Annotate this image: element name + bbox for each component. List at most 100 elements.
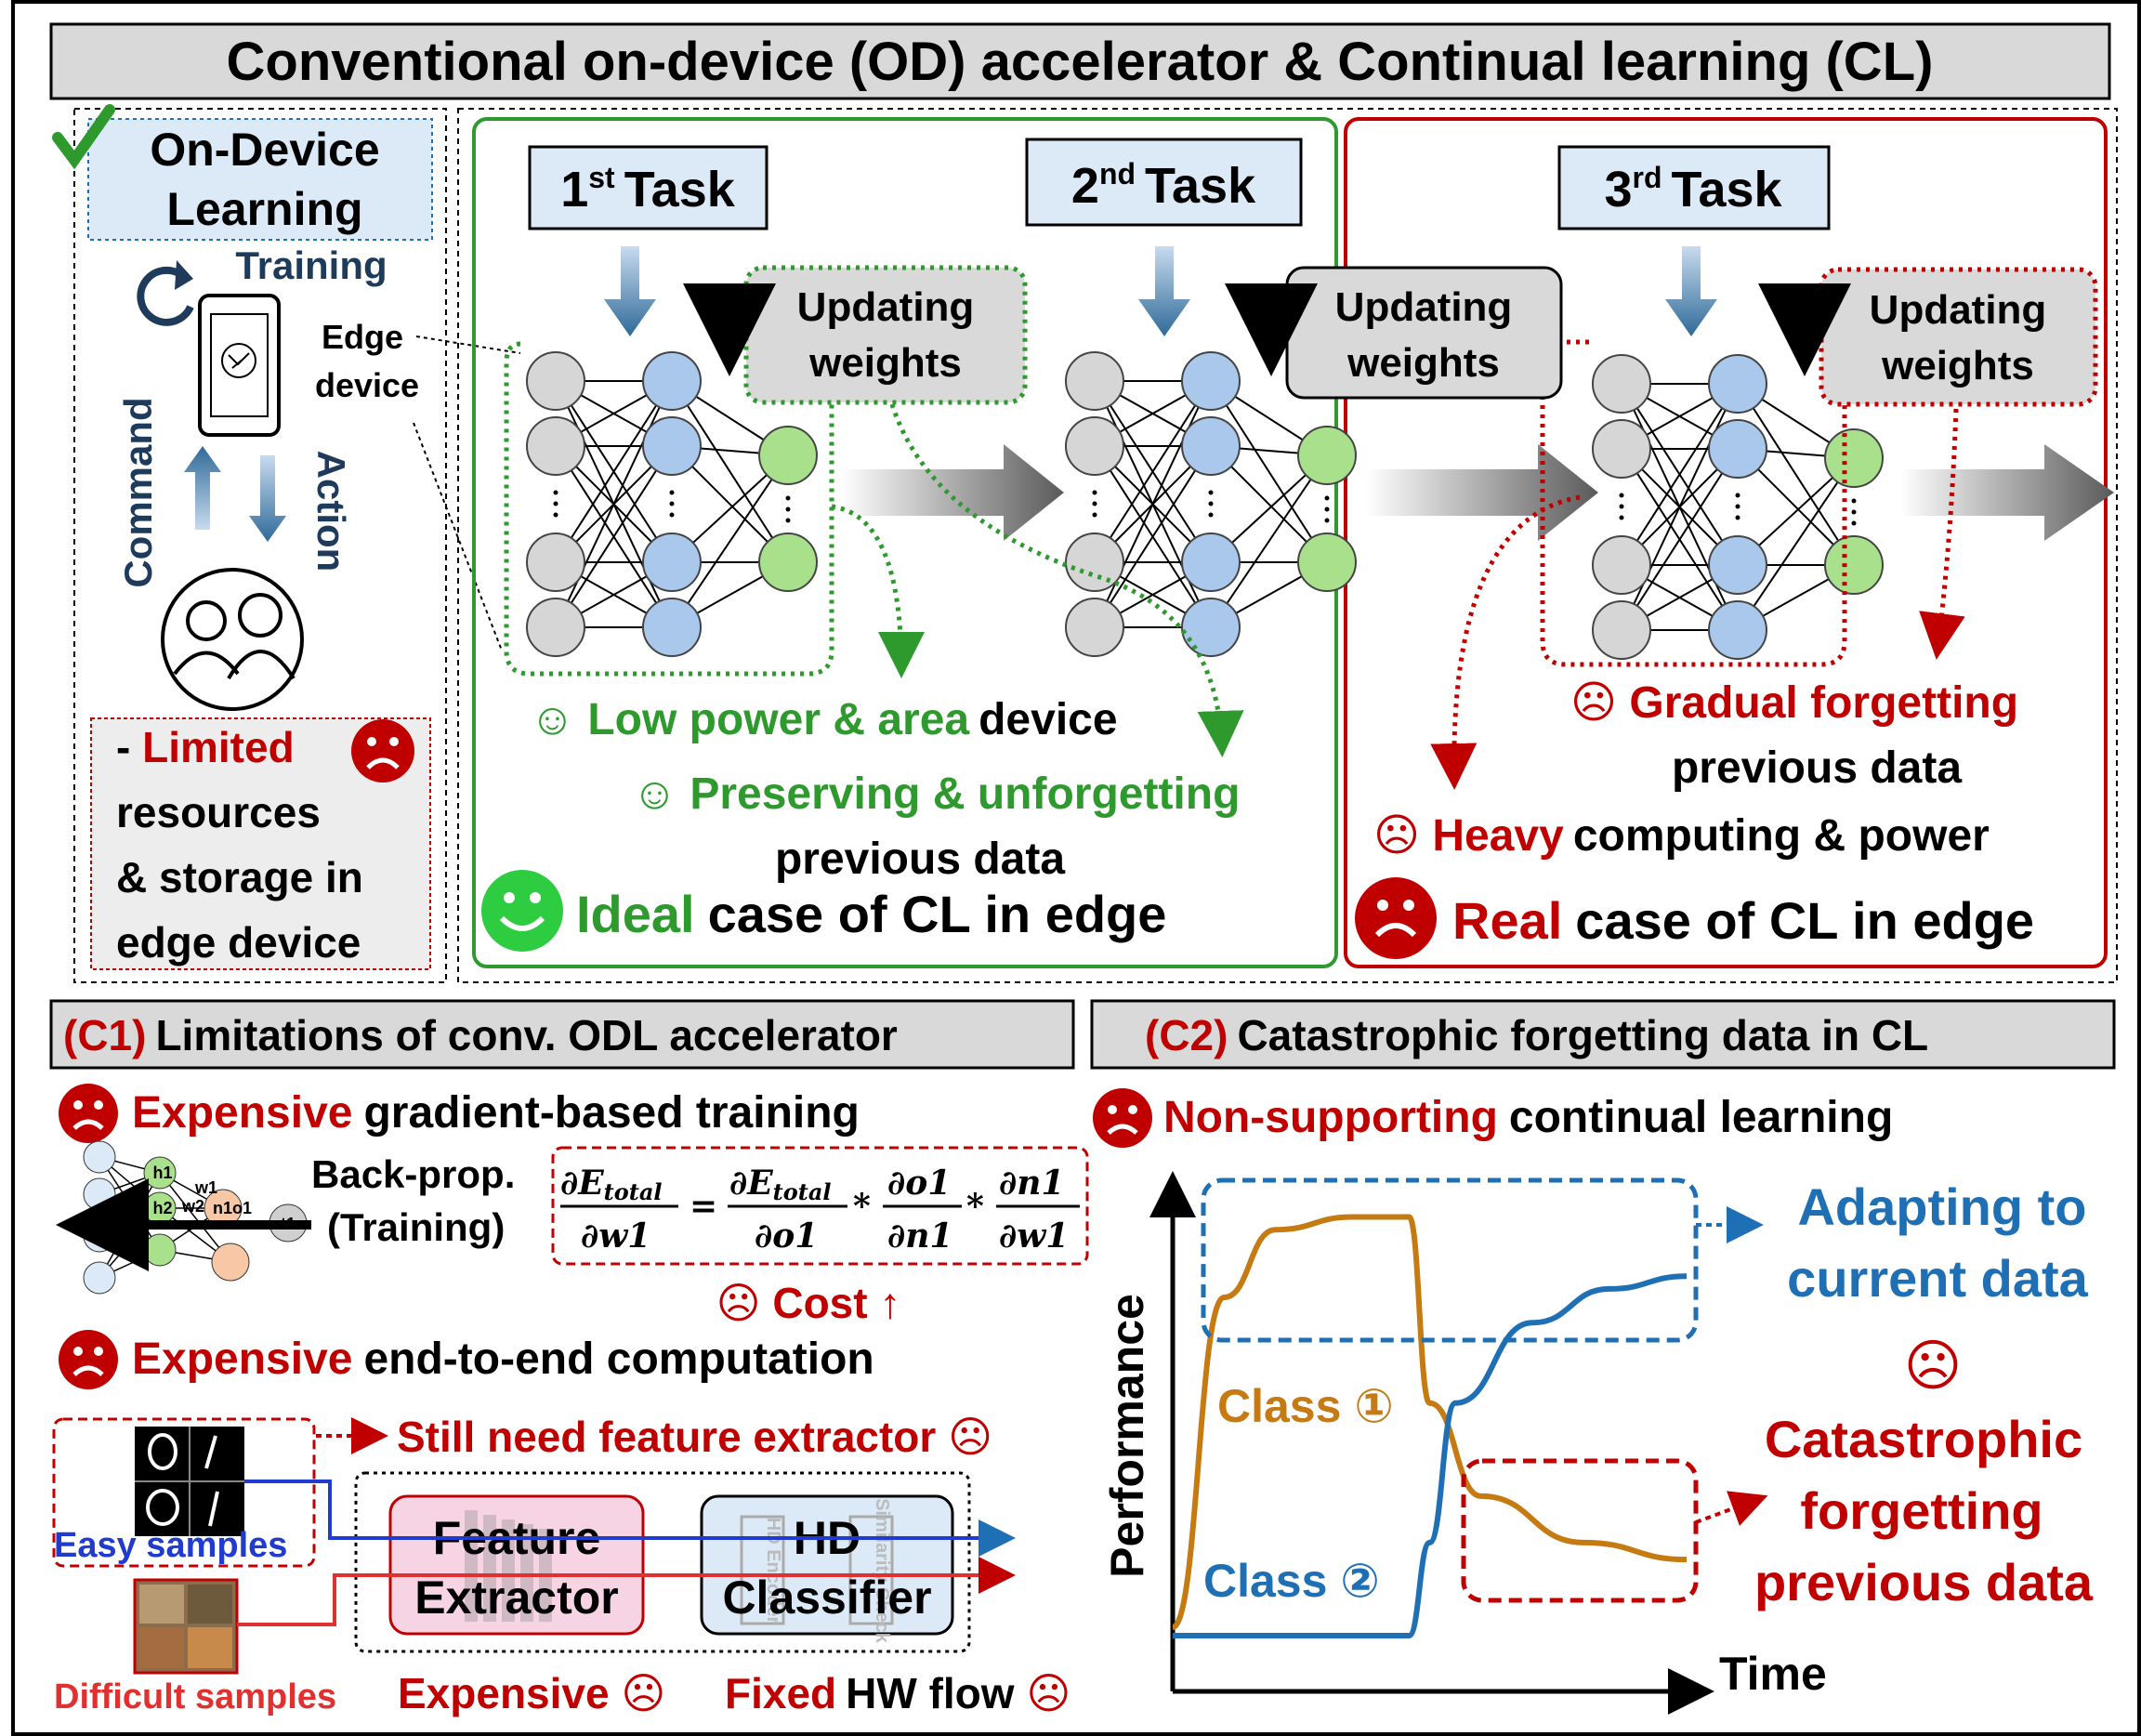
- class2-label: Class ②: [1203, 1555, 1380, 1607]
- hidden-node: [642, 533, 702, 592]
- input-node: [1592, 419, 1651, 479]
- command-arrow-icon: [184, 446, 221, 530]
- ellipsis-dot: [785, 495, 791, 501]
- heavy-pointer: [1430, 494, 1581, 790]
- feature-extractor-line2: Extractor: [414, 1572, 619, 1624]
- ellipsis-dot: [1619, 493, 1624, 498]
- hidden-node: [1708, 354, 1767, 414]
- left-panel: [73, 108, 447, 983]
- updating-weights-2-line2: weights: [1346, 340, 1500, 386]
- sad-face-icon: [1093, 1088, 1152, 1148]
- outer-frame: [11, 0, 2141, 1736]
- forgetting-pointer: [1695, 1491, 1768, 1526]
- easy-samples-box: [52, 1417, 316, 1568]
- training-cycle-arrowhead: [175, 260, 193, 290]
- c2-header: (C2)Catastrophic forgetting data in CL: [1145, 1011, 1928, 1059]
- c1-header-box: [49, 999, 1075, 1070]
- task2-down-arrow: [1138, 246, 1190, 336]
- ellipsis-dot: [1735, 515, 1740, 520]
- adapting-line1: Adapting to: [1797, 1177, 2086, 1236]
- expensive-fe-text: Expensive ☹: [398, 1669, 665, 1717]
- updating-weights-box-3: [1819, 267, 2098, 407]
- sad-face-icon: [59, 1330, 118, 1389]
- odl-label-box: [87, 118, 433, 241]
- gradual-pointer: [1919, 408, 1965, 660]
- low-power-pointer: [831, 504, 925, 678]
- difficult-sample-flow: [237, 1557, 1016, 1626]
- node-label: h2: [152, 1199, 172, 1217]
- svg-text:∂o1: ∂o1: [887, 1164, 951, 1203]
- backprop-network: h1h2w1w2n1o1t1: [83, 1140, 308, 1295]
- adapting-line2: current data: [1787, 1249, 2088, 1308]
- ellipsis-dot: [1324, 495, 1330, 501]
- hidden-node: [1708, 419, 1767, 479]
- node-label: w1: [194, 1178, 217, 1197]
- input-node: [83, 1177, 116, 1211]
- node-label: w2: [181, 1197, 204, 1216]
- hd-classifier-line2: Classifier: [722, 1572, 931, 1624]
- cl-panel: [457, 108, 2118, 983]
- catastrophic-line3: previous data: [1754, 1553, 2094, 1611]
- checkmark-icon: [52, 104, 115, 170]
- ellipsis-dot: [1851, 498, 1857, 504]
- command-label: Command: [116, 397, 160, 587]
- task1-box: [528, 145, 768, 230]
- flow-arrow-3: [1900, 444, 2114, 541]
- ellipsis-dot: [669, 512, 675, 518]
- svg-text:∂n1: ∂n1: [887, 1217, 952, 1256]
- updating-weights-1-line2: weights: [808, 340, 962, 386]
- svg-text:*: *: [966, 1187, 984, 1226]
- flow-arrow-1: [841, 444, 1064, 541]
- ellipsis-dot: [553, 512, 558, 518]
- task3-box: [1557, 145, 1831, 230]
- training-cycle-icon: [137, 266, 194, 326]
- node-label: n1o1: [213, 1199, 252, 1217]
- backprop-label-line2: (Training): [327, 1205, 505, 1249]
- svg-text:∂w1: ∂w1: [999, 1217, 1069, 1256]
- hidden-node: [1181, 416, 1241, 476]
- ellipsis-dot: [1735, 493, 1740, 498]
- c2-header-box: [1090, 999, 2116, 1070]
- edge-pointer-line: [415, 335, 521, 354]
- hidden-node: [1708, 600, 1767, 660]
- ellipsis-dot: [1092, 512, 1097, 518]
- limited-line4: edge device: [116, 918, 361, 967]
- input-node: [526, 533, 585, 592]
- input-node: [83, 1261, 116, 1295]
- limited-line3: & storage in: [116, 853, 363, 901]
- preserving-text: ☺ Preserving & unforgetting: [632, 769, 1240, 819]
- y-axis-label: Performance: [1101, 1294, 1153, 1578]
- input-node: [1065, 598, 1124, 657]
- class1-label: Class ①: [1217, 1380, 1394, 1432]
- hidden-node: [143, 1233, 177, 1267]
- phone-icon: [198, 294, 281, 437]
- ellipsis-dot: [1208, 512, 1214, 518]
- hidden-node: [642, 351, 702, 411]
- title-box: [49, 22, 2111, 100]
- limited-line2: resources: [116, 788, 321, 836]
- svg-text:∂w1: ∂w1: [581, 1217, 650, 1256]
- ellipsis-dot: [553, 490, 558, 495]
- frown-icon: ☹: [1904, 1335, 1963, 1397]
- updating-weights-3-line1: Updating: [1870, 287, 2047, 333]
- svg-text:∂o1: ∂o1: [755, 1217, 818, 1256]
- hidden-node: [1708, 535, 1767, 595]
- ellipsis-dot: [1324, 518, 1330, 523]
- neural-network-3: [1592, 354, 1884, 660]
- updating-weights-2-line1: Updating: [1335, 284, 1513, 330]
- ellipsis-dot: [669, 501, 675, 506]
- catastrophic-line2: forgetting: [1800, 1481, 2042, 1540]
- still-need-text: Still need feature extractor ☹: [397, 1413, 992, 1461]
- gradual-text: ☹ Gradual forgetting: [1570, 678, 2018, 728]
- updating-weights-box-1: [743, 265, 1028, 405]
- page-title: Conventional on-device (OD) accelerator …: [227, 32, 1934, 92]
- x-axis-label: Time: [1719, 1648, 1827, 1700]
